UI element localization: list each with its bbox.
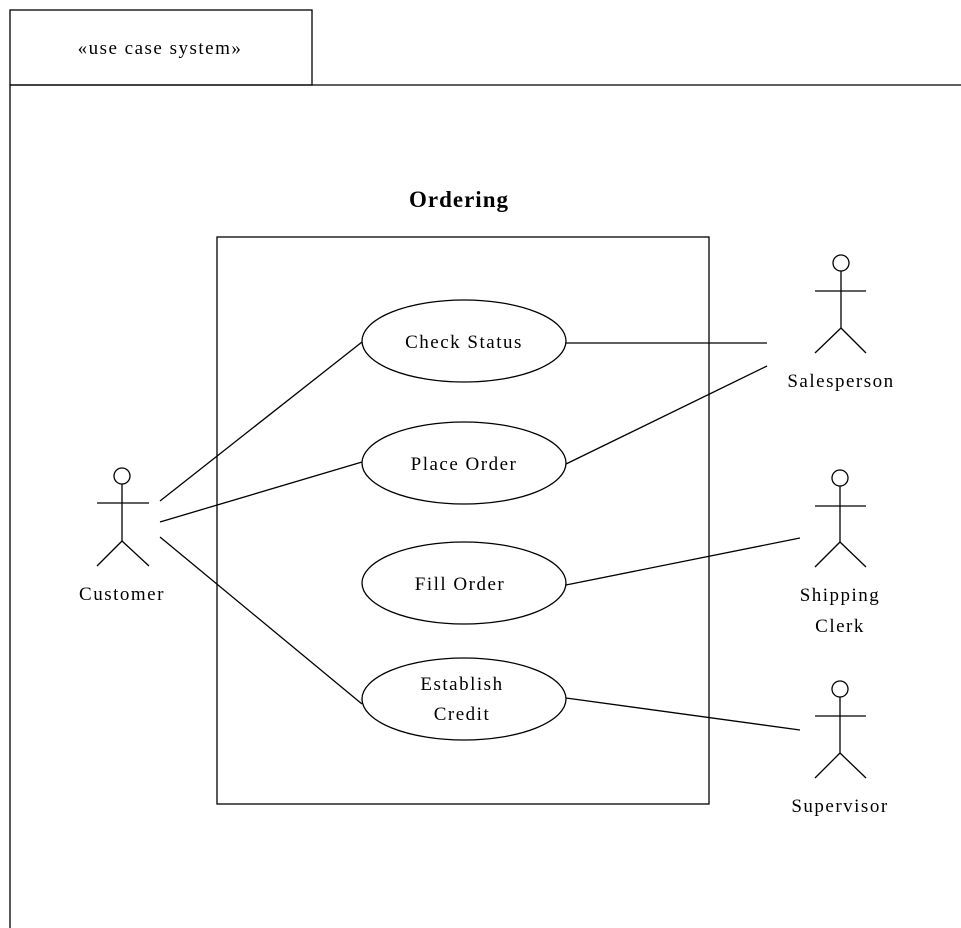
stick-figure-icon [814,254,867,354]
use-case-ellipse [361,657,567,741]
use-case-ellipse [361,541,567,625]
actor-label: Salesperson [787,371,894,392]
package-stereotype: «use case system» [78,38,243,59]
actor-salesperson: Salesperson [787,254,894,392]
use-case-establish-credit: Establish Credit [361,657,567,741]
use-case-check-status: Check Status [361,299,567,383]
use-case-label-line-1: Establish [420,674,503,695]
assoc-customer-establish-credit [159,536,363,705]
associations [159,341,801,731]
use-case-ellipse [361,421,567,505]
stick-figure-icon [814,680,867,779]
system-box [216,236,710,805]
actor-label: Supervisor [791,796,888,817]
actor-customer: Customer [79,467,165,605]
assoc-customer-place-order [159,461,363,523]
use-case-fill-order: Fill Order [361,541,567,625]
use-case-place-order: Place Order [361,421,567,505]
assoc-supervisor-establish-credit [565,697,801,731]
use-case-label: Place Order [411,454,518,475]
use-case-label: Fill Order [415,574,505,595]
package-frame: «use case system» [9,9,961,928]
actor-label-line-1: Shipping [800,585,881,606]
use-case-label: Check Status [405,332,523,353]
stick-figure-icon [96,467,150,567]
assoc-shipping-clerk-fill-order [565,537,801,586]
use-case-label-line-2: Credit [434,704,491,725]
actor-supervisor: Supervisor [791,680,888,817]
stick-figure-icon [814,469,867,568]
system-title: Ordering [409,187,509,212]
assoc-salesperson-place-order [565,365,768,465]
use-case-ellipse [361,299,567,383]
assoc-customer-check-status [159,341,363,502]
actor-label: Customer [79,584,165,605]
actor-label-line-2: Clerk [815,616,865,637]
system-boundary: Ordering [216,187,710,805]
actor-shipping-clerk: Shipping Clerk [800,469,881,637]
